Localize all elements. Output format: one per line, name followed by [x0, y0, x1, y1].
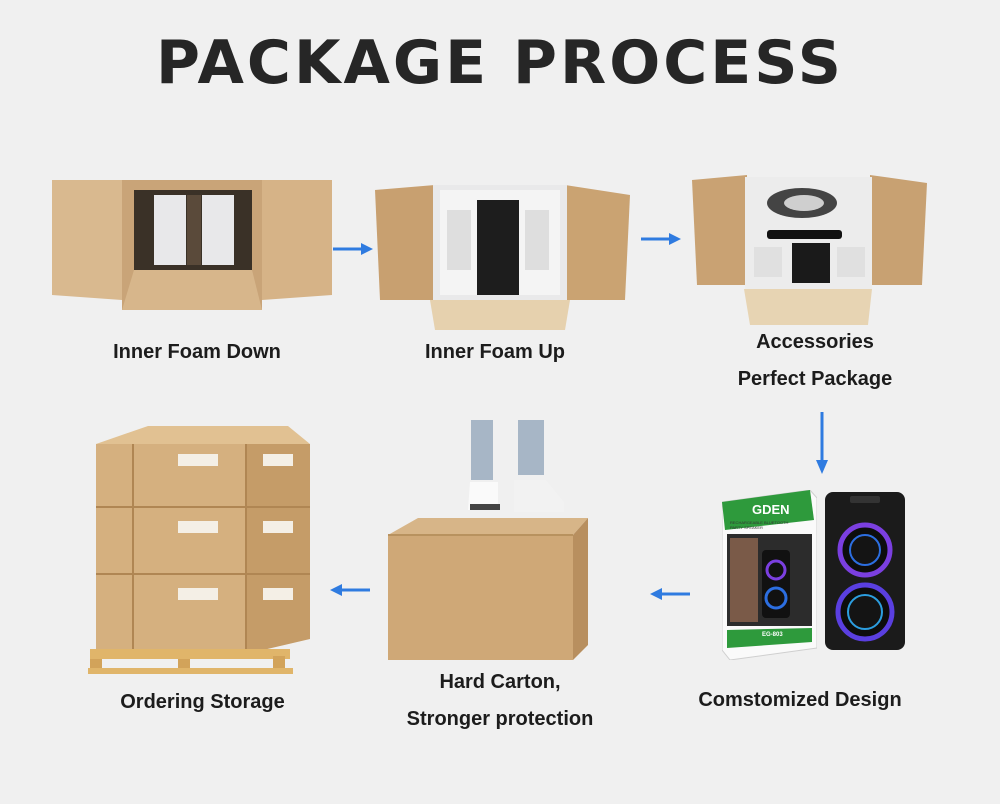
- step-label-ordering-storage: Ordering Storage: [120, 691, 285, 713]
- step-label-accessories: Accessories Perfect Package: [737, 331, 893, 390]
- page-title: PACKAGE PROCESS: [156, 28, 844, 98]
- arrow-right-icon: [641, 231, 681, 250]
- product-box-brand: GDEN: [752, 502, 790, 517]
- inner-foam-down-image: [52, 175, 332, 315]
- product-box-subtitle: RECHARGEABLE BLUETOOTH PARTY SPEAKER: [730, 520, 789, 530]
- accessories-package-image: [692, 175, 927, 325]
- step-label-inner-foam-down: Inner Foam Down: [113, 341, 281, 363]
- arrow-right-icon: [333, 241, 373, 260]
- product-box-image: GDEN RECHARGEABLE BLUETOOTH PARTY SPEAKE…: [722, 490, 817, 660]
- inner-foam-up-image: [375, 180, 635, 330]
- speaker-image: [822, 490, 907, 652]
- step-label-inner-foam-up: Inner Foam Up: [424, 341, 565, 363]
- product-box-model: EG-803: [762, 632, 783, 638]
- arrow-down-icon: [815, 412, 829, 478]
- arrow-left-icon: [330, 582, 370, 601]
- arrow-left-icon: [650, 586, 690, 605]
- step-label-hard-carton: Hard Carton, Stronger protection: [406, 671, 594, 730]
- hard-carton-image: [388, 420, 588, 665]
- pallet-storage-image: [88, 424, 310, 676]
- step-label-customized-design: Comstomized Design: [698, 689, 902, 711]
